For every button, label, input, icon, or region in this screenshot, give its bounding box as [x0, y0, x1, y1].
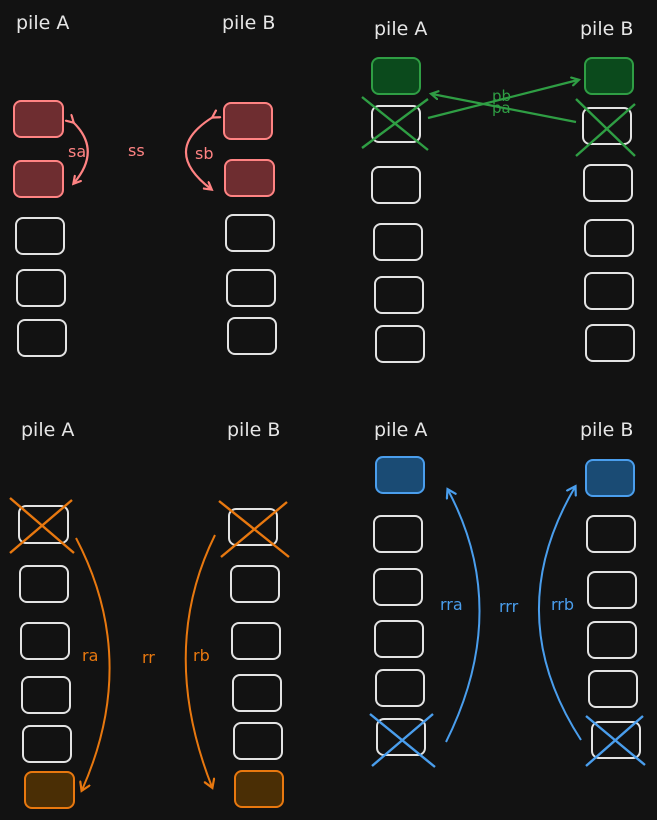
push-pile-a-slot-2	[371, 105, 421, 143]
swap-pile-b	[223, 102, 277, 355]
rotate-pile-b-slot-4	[232, 674, 282, 712]
ra-label: ra	[82, 646, 98, 665]
rotate-pile-b-slot-5	[233, 722, 283, 760]
push-pile-b-slot-1	[584, 57, 634, 95]
rra-label: rra	[440, 595, 463, 614]
rrb-label: rrb	[551, 595, 574, 614]
swap-pile-b-slot-1	[223, 102, 273, 140]
swap-pile-a-slot-3	[15, 217, 65, 255]
reverse-rotate-pile-b-slot-3	[587, 571, 637, 609]
swap-pile-a-slot-1	[13, 100, 64, 138]
swap-pile-b-slot-3	[225, 214, 275, 252]
reverse-rotate-pile-a-slot-6	[376, 718, 426, 756]
rrr-label: rrr	[499, 597, 519, 616]
swap-pile-a-slot-4	[16, 269, 66, 307]
swap-pile-b-slot-5	[227, 317, 277, 355]
reverse-rotate-panel: pile A pile B rra rrr rrb	[369, 419, 646, 768]
rra-arrow	[445, 490, 481, 743]
push-pile-b-slot-4	[584, 219, 634, 257]
rotate-pile-b-slot-1	[228, 508, 278, 546]
rotate-pile-b-slot-2	[230, 565, 280, 603]
swap-pile-a-slot-5	[17, 319, 67, 357]
push-pile-a-slot-1	[371, 57, 421, 95]
reverse-rotate-pile-a-label: pile A	[374, 419, 427, 441]
rb-arrow	[184, 534, 216, 787]
push-panel: pile A pile B pb pa	[361, 18, 636, 363]
reverse-rotate-pile-a-slot-3	[373, 568, 423, 606]
sa-label: sa	[68, 142, 86, 161]
ss-label: ss	[128, 141, 145, 160]
reverse-rotate-pile-a-removed-mark	[369, 713, 436, 768]
swap-panel: pile A pile B sa ss sb	[13, 12, 277, 357]
reverse-rotate-pile-a	[369, 456, 436, 768]
reverse-rotate-pile-b-slot-4	[587, 621, 637, 659]
rotate-pile-a-slot-4	[21, 676, 71, 714]
rotate-pile-a-slot-5	[22, 725, 72, 763]
rotate-pile-a	[9, 497, 75, 809]
sb-label: sb	[195, 144, 214, 163]
push-pile-a-slot-3	[371, 166, 421, 204]
reverse-rotate-pile-b-label: pile B	[580, 419, 633, 441]
rotate-pile-a-slot-2	[19, 565, 69, 603]
ra-arrow	[75, 537, 111, 790]
rotate-pile-b	[218, 500, 290, 808]
push-pile-a-removed-mark	[361, 96, 429, 151]
swap-pile-a	[13, 100, 67, 357]
push-pile-b-slot-3	[583, 164, 633, 202]
rrb-arrow	[537, 487, 582, 741]
rotate-pile-a-removed-mark	[9, 497, 75, 554]
reverse-rotate-pile-b-slot-6	[591, 721, 641, 759]
push-pile-b-label: pile B	[580, 18, 633, 40]
pa-label: pa	[492, 99, 511, 117]
rotate-pile-b-removed-mark	[218, 500, 290, 558]
reverse-rotate-pile-a-slot-1	[375, 456, 425, 494]
swap-pile-b-slot-2	[224, 159, 275, 197]
rotate-pile-b-label: pile B	[227, 419, 280, 441]
swap-pile-a-slot-2	[13, 160, 64, 198]
rotate-pile-a-slot-6	[24, 771, 75, 809]
reverse-rotate-pile-b-removed-mark	[585, 715, 646, 767]
reverse-rotate-pile-a-slot-2	[373, 515, 423, 553]
reverse-rotate-pile-b	[585, 459, 646, 767]
rotate-pile-a-label: pile A	[21, 419, 74, 441]
swap-pile-b-label: pile B	[222, 12, 275, 34]
push-pile-b-slot-6	[585, 324, 635, 362]
push-pile-a-slot-5	[374, 276, 424, 314]
push-pile-b-removed-mark	[575, 98, 636, 157]
push-pile-a-slot-6	[375, 325, 425, 363]
rr-label: rr	[142, 648, 155, 667]
swap-pile-a-label: pile A	[16, 12, 69, 34]
pb-label: pb	[492, 87, 511, 105]
rb-label: rb	[193, 646, 210, 665]
rotate-pile-b-slot-6	[234, 770, 284, 808]
reverse-rotate-pile-b-slot-1	[585, 459, 635, 497]
push-pile-b-slot-5	[584, 272, 634, 310]
reverse-rotate-pile-a-slot-5	[375, 669, 425, 707]
push-pile-b	[575, 57, 636, 362]
reverse-rotate-pile-b-slot-2	[586, 515, 636, 553]
reverse-rotate-pile-b-slot-5	[588, 670, 638, 708]
rotate-pile-b-slot-3	[231, 622, 281, 660]
rotate-pile-a-slot-3	[20, 622, 70, 660]
sb-arrow	[185, 117, 213, 189]
push-pile-a-label: pile A	[374, 18, 427, 40]
reverse-rotate-pile-a-slot-4	[374, 620, 424, 658]
rotate-pile-a-slot-1	[18, 505, 69, 544]
sa-arrow	[73, 122, 89, 183]
rotate-panel: pile A pile B ra rr rb	[9, 419, 290, 809]
pb-arrow	[427, 80, 578, 120]
push-pile-a	[361, 57, 429, 363]
swap-pile-b-slot-4	[226, 269, 276, 307]
push-pile-a-slot-4	[373, 223, 423, 261]
pa-arrow	[432, 94, 577, 124]
push-pile-b-slot-2	[582, 107, 632, 145]
